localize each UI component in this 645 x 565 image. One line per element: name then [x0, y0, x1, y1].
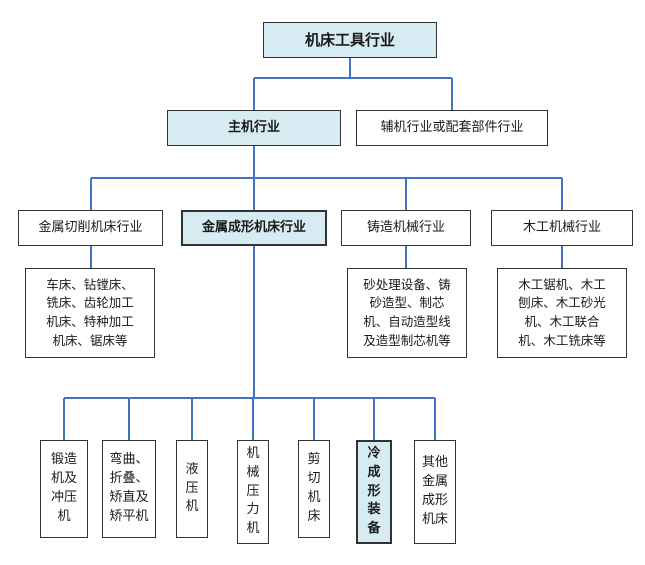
cutting-desc-line: 铣床、齿轮加工 — [46, 295, 134, 311]
cutting-desc-line: 机床、特种加工 — [46, 314, 134, 329]
aux-industry-label: 辅机行业或配套部件行业 — [380, 119, 524, 135]
node-text-line: 金属 — [421, 474, 448, 490]
node-text-line: 力 — [246, 502, 260, 518]
node-text-line: 矫直及 — [109, 490, 149, 505]
bending-machine-node: 弯曲、 折叠、 矫直及 矫平机 — [102, 440, 156, 538]
cutting-description: 车床、钻镗床、 铣床、齿轮加工 机床、特种加工 机床、锯床等 — [25, 268, 155, 358]
mechanical-press-node: 机 械 压 力 机 — [237, 440, 269, 544]
node-text-line: 压 — [246, 483, 260, 499]
wood-description: 木工锯机、木工 刨床、木工砂光 机、木工联合 机、木工铣床等 — [497, 268, 627, 358]
wood-desc-line: 机、木工铣床等 — [518, 332, 606, 348]
node-text-line: 备 — [367, 521, 381, 537]
wood-desc-line: 机、木工联合 — [524, 314, 600, 329]
main-industry-label: 主机行业 — [227, 119, 280, 135]
other-forming-node: 其他 金属 成形 机床 — [414, 440, 456, 544]
node-text-line: 机 — [246, 445, 260, 461]
node-text-line: 机 — [307, 490, 321, 505]
cutting-desc-line: 机床、锯床等 — [52, 332, 128, 348]
cutting-machine-label: 金属切削机床行业 — [38, 219, 143, 235]
shearing-machine-node: 剪 切 机 床 — [298, 440, 330, 538]
node-text-line: 机床 — [421, 511, 448, 527]
cutting-machine-node: 金属切削机床行业 — [18, 210, 163, 246]
forging-press-node: 锻造 机及 冲压 机 — [40, 440, 88, 538]
cold-forming-node: 冷 成 形 装 备 — [356, 440, 392, 544]
node-text-line: 机 — [246, 521, 260, 537]
casting-description: 砂处理设备、铸 砂造型、制芯 机、自动造型线 及造型制芯机等 — [347, 268, 467, 358]
wood-machine-node: 木工机械行业 — [491, 210, 633, 246]
node-text-line: 成 — [367, 464, 381, 480]
node-text-line: 械 — [246, 464, 260, 480]
casting-desc-line: 及造型制芯机等 — [363, 332, 451, 348]
hydraulic-press-node: 液 压 机 — [176, 440, 208, 538]
node-text-line: 机 — [185, 499, 199, 515]
casting-machine-label: 铸造机械行业 — [366, 219, 445, 235]
casting-desc-line: 砂处理设备、铸 — [363, 276, 451, 292]
node-text-line: 压 — [185, 480, 199, 496]
node-text-line: 切 — [307, 471, 321, 487]
wood-desc-line: 木工锯机、木工 — [518, 276, 606, 292]
node-text-line: 机 — [57, 508, 71, 524]
casting-desc-line: 砂造型、制芯 — [369, 295, 445, 311]
wood-desc-line: 刨床、木工砂光 — [518, 295, 606, 311]
cutting-desc-line: 车床、钻镗床、 — [46, 276, 134, 292]
node-text-line: 其他 — [421, 455, 448, 471]
root-node: 机床工具行业 — [263, 22, 437, 58]
node-text-line: 形 — [367, 483, 381, 499]
wood-machine-label: 木工机械行业 — [522, 219, 601, 235]
node-text-line: 床 — [307, 508, 321, 524]
node-text-line: 矫平机 — [109, 508, 149, 524]
casting-machine-node: 铸造机械行业 — [341, 210, 471, 246]
root-label: 机床工具行业 — [304, 30, 395, 49]
node-text-line: 机及 — [50, 471, 77, 487]
node-text-line: 成形 — [421, 493, 448, 508]
node-text-line: 弯曲、 — [109, 452, 149, 468]
aux-industry-node: 辅机行业或配套部件行业 — [356, 110, 548, 146]
forming-machine-node: 金属成形机床行业 — [181, 210, 327, 246]
node-text-line: 冷 — [367, 445, 381, 461]
main-industry-node: 主机行业 — [167, 110, 341, 146]
node-text-line: 液 — [185, 461, 199, 477]
forming-machine-label: 金属成形机床行业 — [201, 219, 306, 235]
node-text-line: 锻造 — [50, 452, 77, 468]
node-text-line: 装 — [367, 502, 381, 518]
casting-desc-line: 机、自动造型线 — [363, 314, 451, 329]
node-text-line: 剪 — [307, 452, 321, 468]
node-text-line: 折叠、 — [109, 471, 149, 487]
node-text-line: 冲压 — [50, 490, 77, 505]
